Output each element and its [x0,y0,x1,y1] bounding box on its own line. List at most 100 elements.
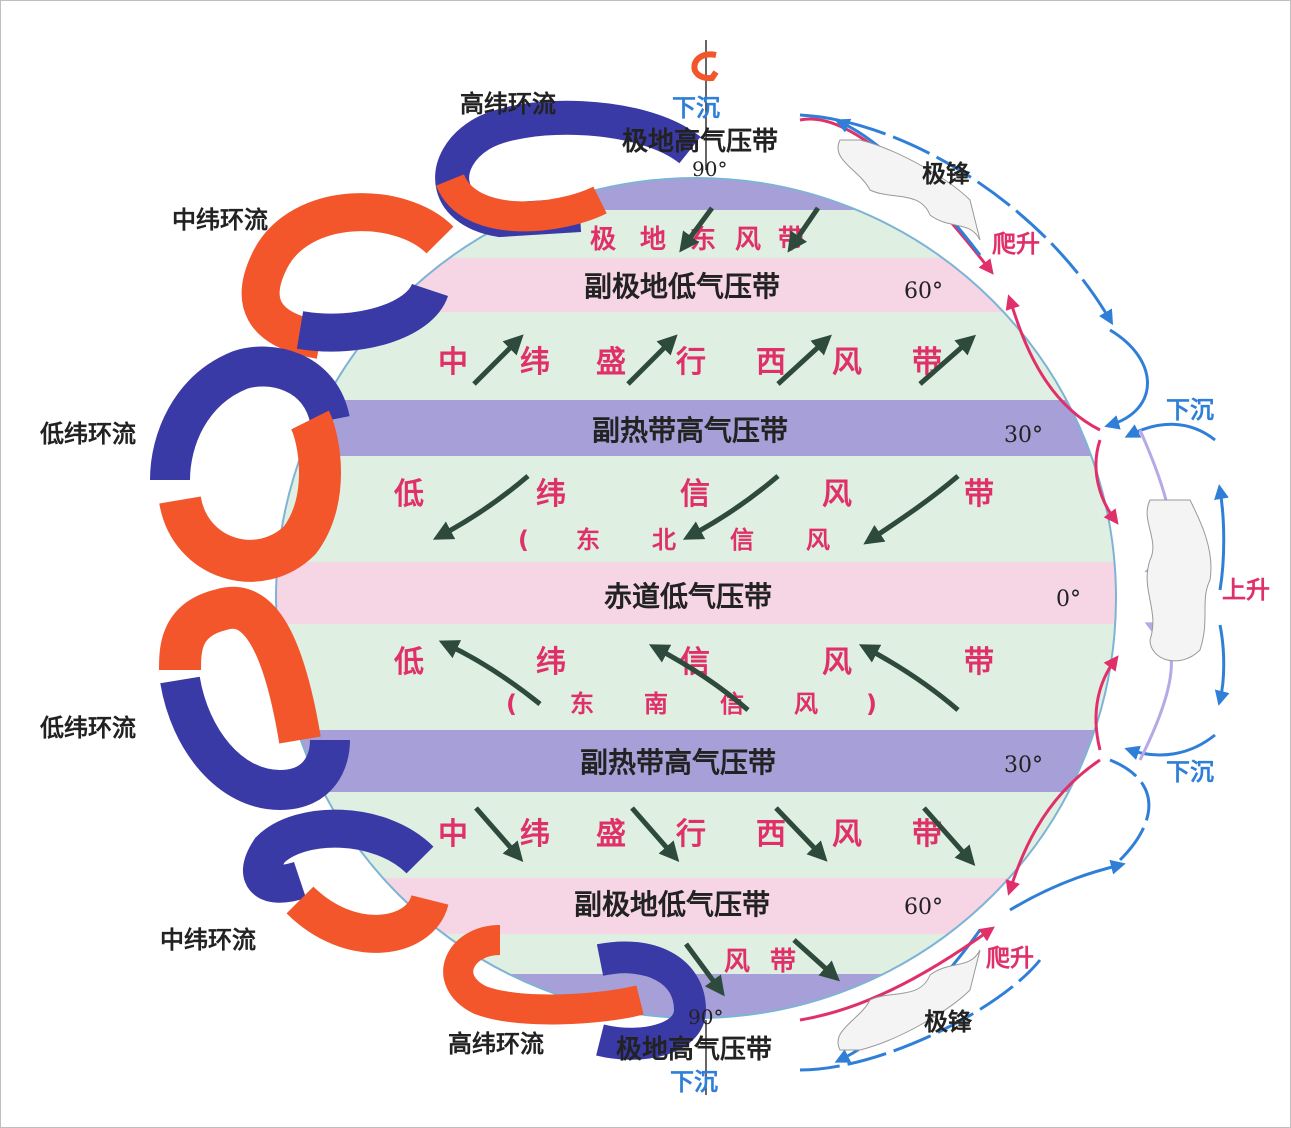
cell-high-south-warm [443,925,644,1025]
wind-arrow [918,334,977,386]
wind-arrow [858,644,960,712]
deg-n60: 60° [904,279,943,304]
label-front-north: 极锋 [922,159,971,188]
wind-char: 带 [912,345,942,380]
wind-char: 风 [724,947,750,977]
wind-char: 中 [438,345,468,380]
band-subtropical-high-south [276,730,1116,792]
wind-char: ( [506,690,517,718]
wind-char: 低 [393,477,424,512]
deg-s30: 30° [1004,753,1043,778]
wind-char: 风 [822,645,852,680]
label-mid-cell-south: 中纬环流 [160,925,256,954]
label-polar-high-north: 极地高气压带 [622,126,778,157]
cell-low-south-warm [159,586,321,744]
wind-char: ( [518,526,529,554]
wind-arrow [776,334,832,386]
label-low-cell-north: 低纬环流 [39,419,136,448]
cell-low-south-cold [160,676,350,811]
wind-arrow [474,806,524,863]
label-subtropical-high-north: 副热带高气压带 [592,414,788,447]
deg-eq: 0° [1056,587,1081,612]
wind-char: 东 [570,690,594,718]
cell-low-north-cold [150,346,350,481]
label-sink-bottom: 下沉 [670,1068,718,1096]
label-mid-cell-north: 中纬环流 [172,205,268,234]
wind-char: 信 [730,526,754,554]
wind-char: 带 [964,477,994,512]
wind-char: 风 [832,345,862,380]
wind-char: 盛 [596,345,626,380]
label-high-cell-south: 高纬环流 [448,1029,544,1058]
wind-arrow [438,640,542,706]
wind-char: 行 [675,817,706,852]
cell-high-north-warm [436,172,607,232]
wind-char: 纬 [520,345,550,380]
wind-arrow [472,334,524,386]
wind-arrow [648,644,750,712]
wind-char: 纬 [536,477,566,512]
wind-char: 低 [393,645,424,680]
wind-arrow [683,942,725,997]
wind-arrow [787,206,821,253]
wind-char: 风 [806,526,830,554]
deg-s90: 90° [688,1005,723,1029]
wind-char: 行 [675,345,706,380]
band-trades-north [276,456,1116,562]
band-trades-south [276,624,1116,730]
wind-trades-south: 低 纬 信 风 带 ( 东 南 信 风 ) [393,645,994,718]
cell-mid-north-warm [241,193,454,359]
wind-westerlies-north: 中 纬 盛 行 西 风 带 [438,345,942,380]
wind-trades-north: 低 纬 信 风 带 ( 东 北 信 风 [393,477,994,554]
cell-low-north-warm [159,410,341,582]
wind-char: 带 [964,645,994,680]
wind-char: 风 [735,225,761,255]
wind-arrow [774,806,828,862]
wind-char: 带 [778,225,804,255]
wind-char: 西 [756,817,786,852]
band-equatorial-low [276,562,1116,624]
label-sink-n30: 下沉 [1166,396,1214,424]
wind-arrow [922,806,976,866]
cloud-south [837,949,981,1051]
wind-char: 纬 [536,645,566,680]
wind-char: 带 [770,947,796,977]
label-sink-top: 下沉 [672,94,720,122]
wind-char: 信 [680,477,710,512]
wind-char: 东 [576,526,600,554]
circulation-cells [150,100,707,1060]
wind-char: 西 [756,345,786,380]
wind-arrow [792,938,840,982]
wind-char: 北 [652,526,676,554]
wind-char: 纬 [520,817,550,852]
label-subpolar-low-north: 副极地低气压带 [584,270,780,303]
wind-char: 风 [794,690,818,718]
label-low-cell-south: 低纬环流 [39,713,136,742]
wind-arrow [626,334,678,386]
cell-mid-south-warm [286,885,449,953]
label-subtropical-high-south: 副热带高气压带 [580,746,776,779]
wind-arrow [863,474,960,545]
wind-polar-east-south: 风 带 [724,947,796,977]
wind-char: 风 [822,477,852,512]
deg-n90: 90° [692,157,727,181]
wind-arrow [432,474,530,540]
label-rise-eq: 上升 [1222,576,1270,604]
wind-char: 南 [644,690,668,718]
label-equatorial-low: 赤道低气压带 [604,580,772,613]
wind-westerlies-south: 中 纬 盛 行 西 风 带 [438,817,942,852]
cell-mid-north-cold [296,281,449,352]
rotation-icon [691,51,719,82]
label-front-south: 极锋 [924,1007,973,1036]
wind-char: 风 [832,817,862,852]
wind-arrow [682,474,780,540]
wind-char: 盛 [596,817,626,852]
cell-high-south-cold [596,941,707,1060]
deg-n30: 30° [1004,423,1043,448]
label-high-cell-north: 高纬环流 [460,89,556,118]
wind-char: ) [866,690,877,718]
label-climb-south: 爬升 [986,944,1034,972]
wind-char: 极 [590,225,617,255]
label-subpolar-low-south: 副极地低气压带 [574,888,770,921]
